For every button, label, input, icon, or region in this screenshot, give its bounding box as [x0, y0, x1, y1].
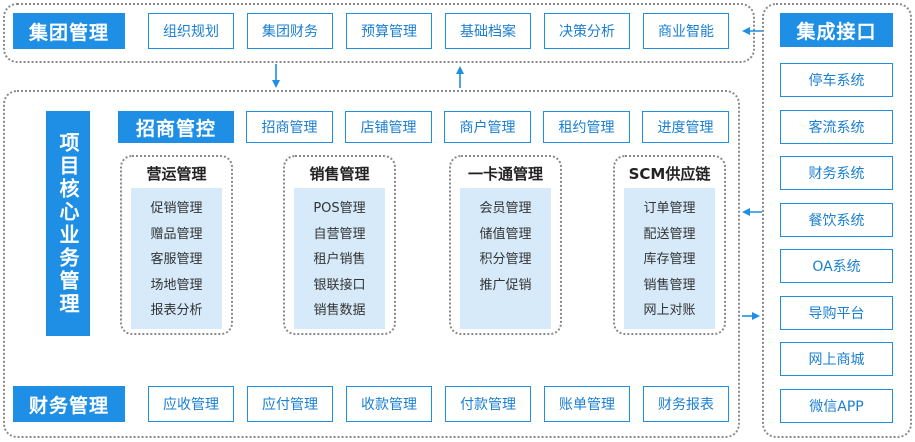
module-frame-0: 营运管理促销管理赠品管理客服管理场地管理报表分析	[120, 155, 233, 335]
module-title-0: 营运管理	[146, 165, 207, 183]
integration-item-1[interactable]: 客流系统	[780, 109, 893, 144]
merchant-item-2[interactable]: 商户管理	[444, 111, 531, 143]
module-item[interactable]: 银联接口	[313, 277, 366, 293]
merchant-item-1[interactable]: 店铺管理	[345, 111, 432, 143]
integration-item-0[interactable]: 停车系统	[780, 63, 893, 97]
module-title-3: SCM供应链	[628, 165, 711, 183]
module-item[interactable]: 配送管理	[643, 226, 696, 242]
module-title-1: 销售管理	[309, 165, 370, 183]
finance-title: 财务管理	[13, 386, 125, 422]
group-item-3[interactable]: 基础档案	[445, 13, 531, 49]
integration-title: 集成接口	[780, 13, 893, 47]
core-title: 项目核心业务管理	[46, 111, 90, 336]
integration-item-4[interactable]: OA系统	[780, 249, 893, 283]
finance-item-3[interactable]: 付款管理	[445, 386, 531, 422]
integration-item-5[interactable]: 导购平台	[780, 295, 893, 330]
module-item[interactable]: 积分管理	[479, 252, 532, 267]
group-item-2[interactable]: 预算管理	[346, 13, 432, 49]
merchant-item-3[interactable]: 租约管理	[543, 111, 630, 143]
module-item[interactable]: 订单管理	[643, 201, 696, 216]
module-list-1: POS管理自营管理租户销售银联接口销售数据	[294, 188, 385, 329]
module-item[interactable]: 赠品管理	[150, 226, 203, 242]
module-item[interactable]: 网上对账	[643, 303, 696, 318]
module-item[interactable]: 库存管理	[643, 252, 696, 267]
integration-item-6[interactable]: 网上商城	[780, 342, 893, 376]
finance-item-5[interactable]: 财务报表	[643, 386, 729, 422]
module-frame-3: SCM供应链订单管理配送管理库存管理销售管理网上对账	[613, 155, 726, 335]
module-item[interactable]: 报表分析	[150, 303, 203, 318]
finance-item-4[interactable]: 账单管理	[544, 386, 630, 422]
finance-item-2[interactable]: 收款管理	[346, 386, 432, 422]
module-item[interactable]: 会员管理	[479, 201, 532, 216]
module-item[interactable]: 推广促销	[479, 277, 532, 293]
group-title: 集团管理	[13, 13, 125, 49]
module-item[interactable]: 租户销售	[313, 252, 366, 267]
module-title-2: 一卡通管理	[467, 165, 543, 183]
module-item[interactable]: 场地管理	[150, 277, 203, 293]
merchant-item-0[interactable]: 招商管理	[246, 111, 333, 143]
module-item[interactable]: 客服管理	[150, 252, 203, 267]
merchant-item-4[interactable]: 进度管理	[642, 111, 729, 143]
module-item[interactable]: 储值管理	[479, 226, 532, 242]
group-frame	[3, 3, 755, 63]
integration-item-7[interactable]: 微信APP	[780, 388, 893, 423]
module-item[interactable]: 销售管理	[643, 277, 696, 293]
integration-item-2[interactable]: 财务系统	[780, 156, 893, 190]
group-item-1[interactable]: 集团财务	[247, 13, 333, 49]
finance-item-1[interactable]: 应付管理	[247, 386, 333, 422]
module-frame-1: 销售管理 POS管理自营管理租户销售银联接口销售数据	[283, 155, 396, 335]
module-item[interactable]: 销售数据	[313, 303, 366, 318]
integration-item-3[interactable]: 餐饮系统	[780, 202, 893, 237]
module-item[interactable]: 自营管理	[313, 226, 366, 242]
group-item-0[interactable]: 组织规划	[148, 13, 234, 49]
module-item[interactable]: POS管理	[313, 201, 366, 216]
module-list-3: 订单管理配送管理库存管理销售管理网上对账	[624, 188, 715, 329]
module-list-0: 促销管理赠品管理客服管理场地管理报表分析	[131, 188, 222, 329]
finance-item-0[interactable]: 应收管理	[148, 386, 234, 422]
module-list-2: 会员管理储值管理积分管理推广促销	[460, 188, 551, 329]
module-frame-2: 一卡通管理会员管理储值管理积分管理推广促销	[449, 155, 562, 335]
core-frame	[3, 90, 740, 438]
integration-frame	[762, 3, 912, 438]
group-item-4[interactable]: 决策分析	[544, 13, 630, 49]
merchant-title: 招商管控	[118, 111, 234, 143]
group-item-5[interactable]: 商业智能	[643, 13, 729, 49]
module-item[interactable]: 促销管理	[150, 201, 203, 216]
